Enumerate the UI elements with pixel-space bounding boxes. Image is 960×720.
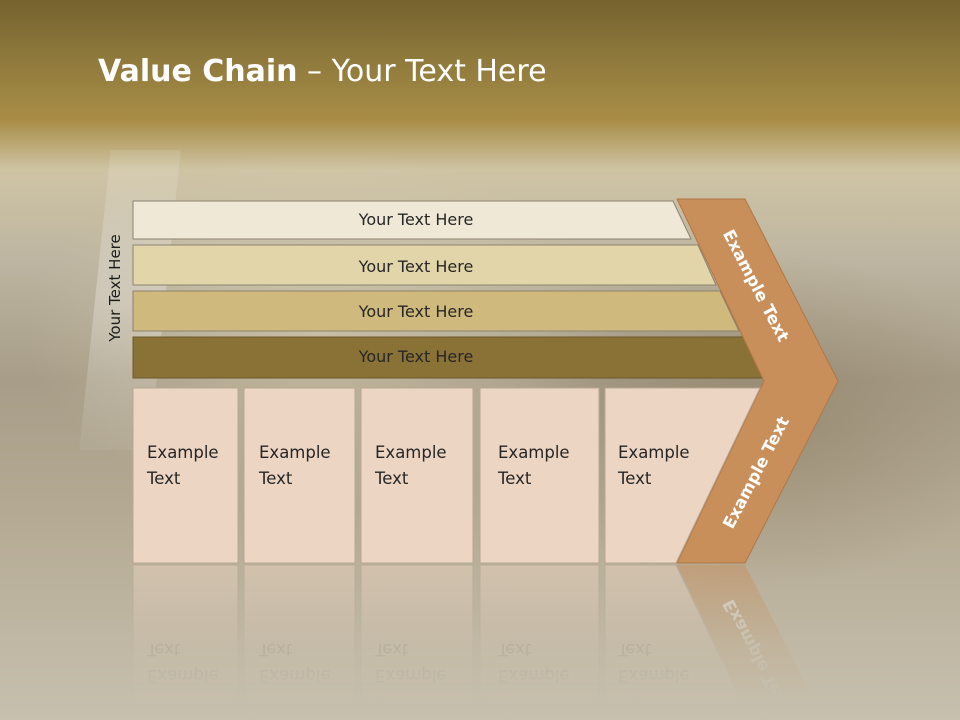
reflection-box-5-line2: Text bbox=[617, 640, 652, 659]
activity-box-1-line2: Text bbox=[146, 469, 181, 488]
support-bar-3: Your Text Here bbox=[132, 290, 740, 332]
reflection-box-3 bbox=[360, 564, 474, 720]
reflection-box-4-line1: Example bbox=[498, 666, 570, 685]
activity-box-3-shape bbox=[360, 387, 474, 564]
activity-box-5-shape bbox=[604, 387, 761, 564]
diagram-reflection: Example Text Example Text Example Text E… bbox=[132, 564, 825, 720]
reflection-box-2-line2: Text bbox=[258, 640, 293, 659]
support-bar-1-shape bbox=[132, 200, 692, 240]
activity-box-3-line2: Text bbox=[374, 469, 409, 488]
activity-box-2-line2: Text bbox=[258, 469, 293, 488]
slide-title: Value Chain – Your Text Here bbox=[98, 54, 547, 89]
support-bar-2: Your Text Here bbox=[132, 244, 717, 286]
title-bold: Value Chain bbox=[98, 54, 298, 89]
support-bar-3-shape bbox=[132, 290, 740, 332]
activity-box-3-line1: Example bbox=[375, 443, 447, 462]
reflection-chevron bbox=[677, 565, 825, 720]
reflection-box-1 bbox=[132, 564, 239, 720]
reflection-box-1-line2: Text bbox=[146, 640, 181, 659]
support-bars: Your Text Here Your Text Here Your Text … bbox=[132, 200, 765, 379]
reflection-box-2 bbox=[243, 564, 356, 720]
activity-box-2-line1: Example bbox=[259, 443, 331, 462]
activity-box-1-line1: Example bbox=[147, 443, 219, 462]
reflection-box-5-line1: Example bbox=[618, 666, 690, 685]
activity-box-4-line2: Text bbox=[497, 469, 532, 488]
activity-box-4-shape bbox=[479, 387, 600, 564]
reflection-box-3-line1: Example bbox=[375, 666, 447, 685]
activity-box-4-line1: Example bbox=[498, 443, 570, 462]
activity-box-2-shape bbox=[243, 387, 356, 564]
activity-box-3: Example Text bbox=[360, 387, 474, 564]
chevron-shape bbox=[676, 198, 839, 564]
activity-box-5: Example Text bbox=[604, 387, 761, 564]
reflection-box-4-line2: Text bbox=[497, 640, 532, 659]
reflection-box-5 bbox=[604, 564, 751, 720]
reflection-box-3-line2: Text bbox=[374, 640, 409, 659]
support-bar-2-label: Your Text Here bbox=[358, 257, 474, 276]
reflection-box-2-line1: Example bbox=[259, 666, 331, 685]
support-bar-4: Your Text Here bbox=[132, 336, 765, 379]
activity-box-4: Example Text bbox=[479, 387, 600, 564]
support-bar-3-label: Your Text Here bbox=[358, 302, 474, 321]
title-rest: – Your Text Here bbox=[297, 54, 547, 89]
activity-boxes: Example Text Example Text Example Text E… bbox=[132, 387, 761, 564]
support-bar-1: Your Text Here bbox=[132, 200, 692, 240]
support-bar-4-label: Your Text Here bbox=[358, 347, 474, 366]
support-bar-1-label: Your Text Here bbox=[358, 210, 474, 229]
activity-box-2: Example Text bbox=[243, 387, 356, 564]
reflection-box-1-line1: Example bbox=[147, 666, 219, 685]
activity-box-5-line1: Example bbox=[618, 443, 690, 462]
activity-box-1: Example Text bbox=[132, 387, 239, 564]
reflection-box-4 bbox=[479, 564, 600, 720]
activity-box-1-shape bbox=[132, 387, 239, 564]
support-bar-2-shape bbox=[132, 244, 717, 286]
activity-box-5-line2: Text bbox=[617, 469, 652, 488]
